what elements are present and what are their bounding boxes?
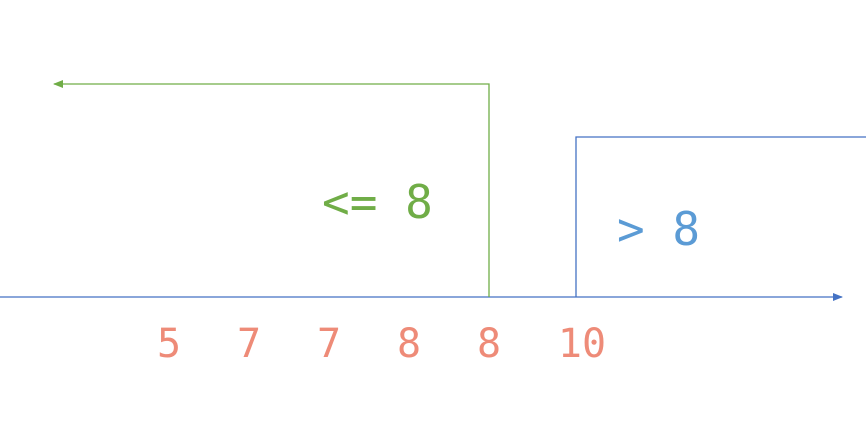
- left-condition-label: <= 8: [322, 175, 433, 229]
- right-condition-label: > 8: [617, 202, 700, 256]
- number-value: 7: [237, 321, 261, 367]
- left-branch-arrow: [53, 80, 490, 297]
- number-value: 5: [157, 321, 181, 367]
- right-branch-line: [575, 136, 866, 297]
- number-value: 7: [317, 321, 341, 367]
- number-value: 10: [558, 321, 606, 367]
- number-value: 8: [397, 321, 421, 367]
- number-value: 8: [477, 321, 501, 367]
